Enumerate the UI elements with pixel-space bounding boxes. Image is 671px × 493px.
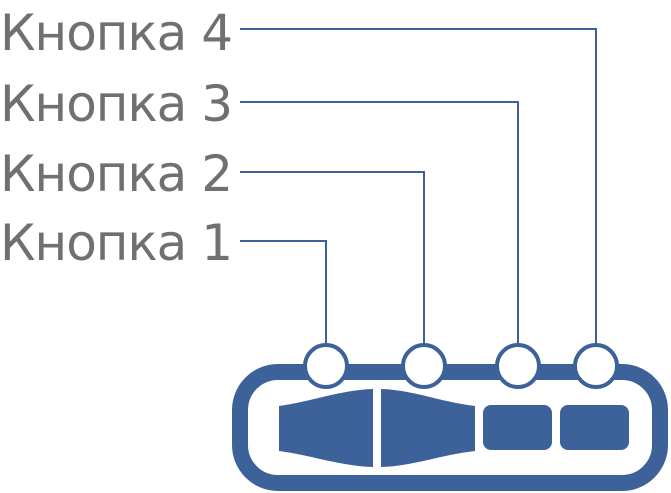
leader-line-2 [240, 171, 425, 345]
label-button-2: Кнопка 2 [0, 145, 233, 203]
label-button-4: Кнопка 4 [0, 4, 233, 62]
button-1[interactable] [303, 343, 349, 389]
button-2[interactable] [401, 343, 447, 389]
device-body [232, 364, 668, 491]
label-button-3: Кнопка 3 [0, 75, 233, 133]
leader-line-3 [240, 101, 519, 345]
display-segment-middle [381, 389, 475, 467]
label-button-1: Кнопка 1 [0, 214, 233, 272]
button-3[interactable] [495, 343, 541, 389]
leader-line-1 [240, 240, 327, 345]
display-segment-left [279, 389, 373, 467]
display-block-4 [560, 405, 629, 450]
leader-line-4 [240, 28, 597, 345]
button-4[interactable] [573, 343, 619, 389]
display-block-3 [483, 405, 552, 450]
